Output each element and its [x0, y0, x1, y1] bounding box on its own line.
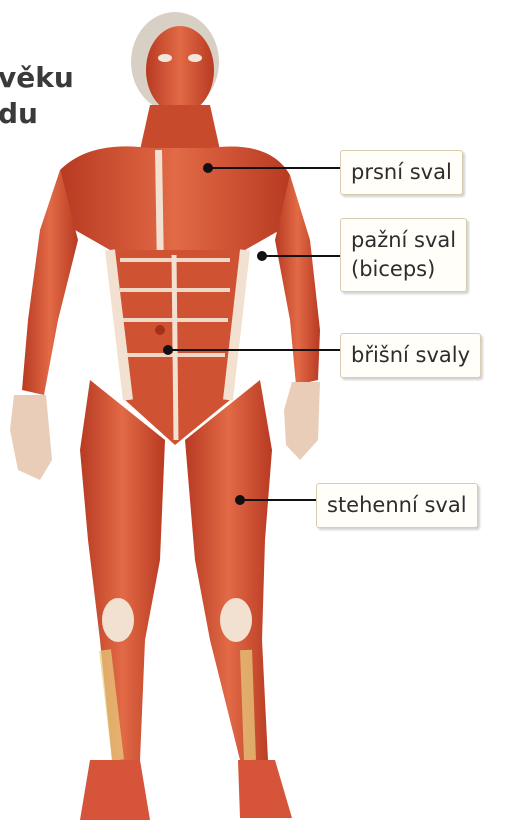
leader-pazni-dot	[258, 252, 266, 260]
label-stehenni-sval: stehenní sval	[316, 483, 478, 528]
head	[131, 12, 219, 114]
label-pazni-line2: (biceps)	[351, 255, 456, 284]
legs	[80, 380, 292, 820]
label-brisni-svaly: břišní svaly	[340, 333, 481, 378]
label-pazni-line1: pažní sval	[351, 226, 456, 255]
leader-brisni-dot	[164, 346, 172, 354]
label-prsni-sval: prsní sval	[340, 150, 463, 195]
leader-prsni-dot	[204, 164, 212, 172]
label-stehenni-text: stehenní sval	[327, 491, 467, 520]
neck	[140, 105, 220, 150]
label-prsni-text: prsní sval	[351, 158, 452, 187]
label-brisni-text: břišní svaly	[351, 341, 470, 370]
label-pazni-sval: pažní sval (biceps)	[340, 218, 467, 292]
leader-stehenni-dot	[236, 496, 244, 504]
